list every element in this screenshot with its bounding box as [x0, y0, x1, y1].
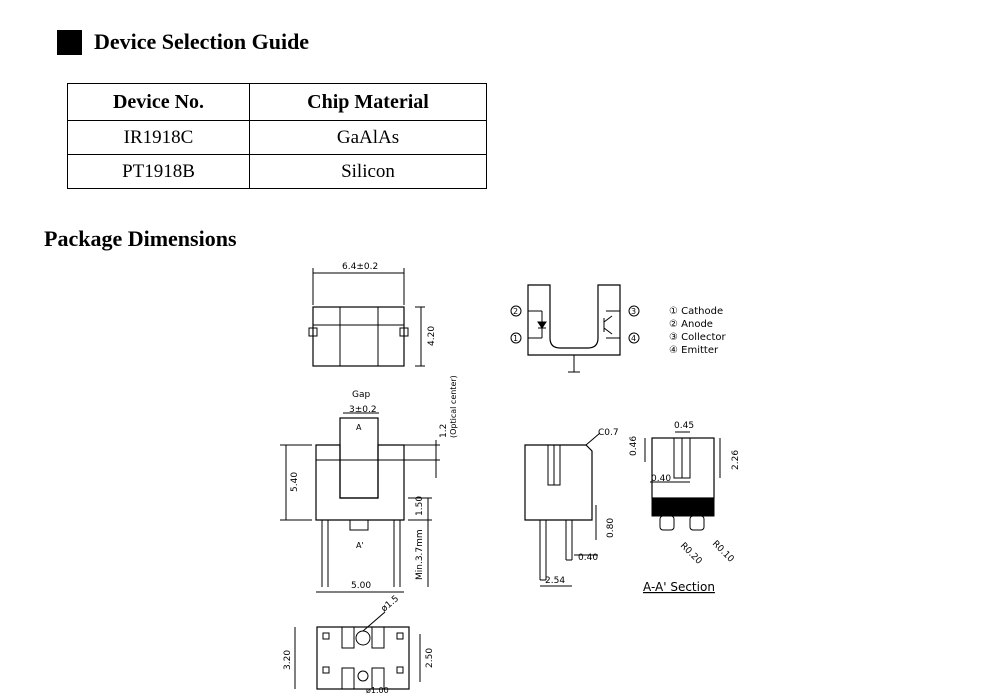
legend-emitter: ④ Emitter [669, 345, 719, 356]
dim-section-046: 0.46 [629, 436, 639, 456]
dim-front-height: 5.40 [290, 472, 300, 492]
bottom-view: ø1.5 3.20 2.50 ø1.00 [283, 594, 435, 695]
legend-cathode: ① Cathode [669, 306, 723, 317]
dim-section-r020: R0.20 [678, 541, 704, 567]
dim-lead-gap: 1.50 [415, 496, 425, 516]
dim-top-width: 6.4±0.2 [342, 262, 378, 272]
dim-optical: 1.2 [439, 424, 449, 438]
dim-section-r010: R0.10 [710, 539, 736, 565]
dim-lead-min: Min.3.7mm [415, 529, 425, 580]
dim-section-226: 2.26 [731, 450, 741, 470]
cell-device: PT1918B [67, 154, 250, 189]
legend-anode: ② Anode [669, 319, 713, 330]
dim-bottom-height2: 2.50 [425, 648, 435, 668]
dim-top-height: 4.20 [427, 326, 437, 346]
dim-section-045: 0.45 [674, 421, 694, 431]
dim-bottom-height: 3.20 [283, 650, 293, 670]
legend-collector: ③ Collector [669, 332, 726, 343]
pin-3-label: 3 [631, 307, 636, 316]
dim-section-040: 0.40 [651, 474, 671, 484]
schematic: 2 1 3 4 ① Cathode ② Anode ③ Collector ④ … [510, 284, 726, 373]
dim-side-lead-width: 0.40 [578, 553, 598, 563]
section-a2-label: A' [356, 541, 364, 550]
side-view: C0.7 0.80 0.40 2.54 [524, 428, 619, 587]
dim-bottom-hole2: ø1.00 [366, 686, 389, 695]
cell-material: GaAlAs [249, 120, 487, 155]
section-a-label: A [356, 423, 362, 432]
dim-side-lead: 0.80 [606, 518, 616, 538]
gap-value: 3±0.2 [349, 405, 377, 415]
dim-side-pitch: 2.54 [545, 576, 565, 586]
dim-optical-note: (Optical center) [449, 375, 458, 438]
dim-bottom-hole: ø1.5 [380, 594, 402, 614]
pin-4-label: 4 [631, 334, 636, 343]
dim-front-base: 5.00 [351, 581, 371, 591]
pin-1-label: 1 [513, 334, 518, 343]
package-dimensions-title: Package Dimensions [44, 226, 237, 251]
top-view: 6.4±0.2 4.20 [308, 262, 437, 367]
section-caption: A-A' Section [643, 580, 715, 594]
header-device-no: Device No. [67, 83, 250, 121]
cell-device: IR1918C [67, 120, 250, 155]
device-selection-table: Device No. Chip Material IR1918C GaAlAs … [67, 83, 487, 189]
pin-2-label: 2 [513, 307, 518, 316]
dim-chamfer: C0.7 [598, 428, 619, 438]
cell-material: Silicon [249, 154, 487, 189]
front-view: Gap 3±0.2 A 1.2 (Optical center) A' 5.40… [280, 375, 458, 593]
device-selection-title: Device Selection Guide [94, 29, 310, 54]
table-row: IR1918C GaAlAs [67, 120, 487, 155]
table-header-row: Device No. Chip Material [67, 83, 487, 121]
section-view: 0.45 0.46 2.26 0.40 R0.20 R0.10 A-A' Sec… [629, 421, 741, 594]
table-row: PT1918B Silicon [67, 154, 487, 189]
gap-label: Gap [352, 390, 370, 400]
section-marker-icon [57, 30, 82, 55]
